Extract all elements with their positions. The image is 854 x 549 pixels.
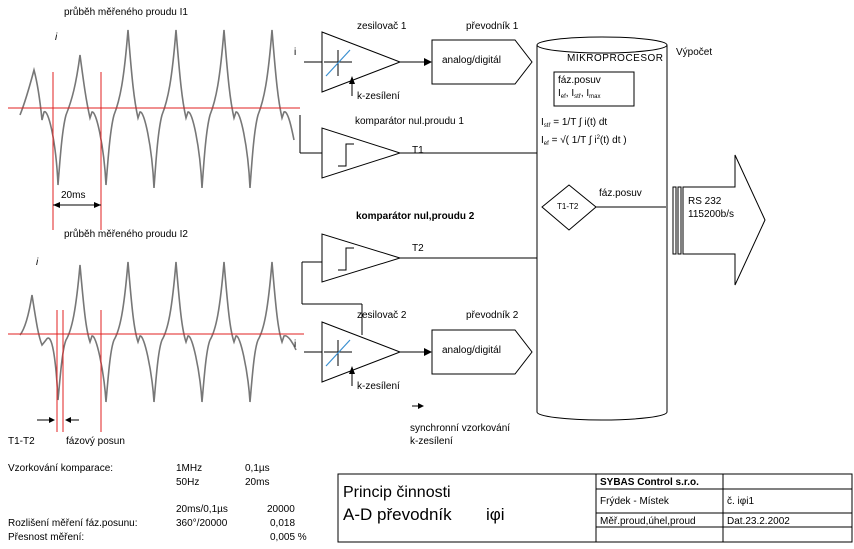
sync-line-2: k-zesílení bbox=[410, 436, 453, 447]
adc-2-label: analog/digitál bbox=[442, 345, 501, 356]
adc-2-title: převodník 2 bbox=[466, 310, 519, 321]
diamond-label: T1-T2 bbox=[557, 202, 579, 211]
comparator-2 bbox=[301, 230, 572, 304]
adc-1-shape bbox=[431, 39, 533, 85]
waveform-1 bbox=[8, 29, 300, 230]
period-label: 20ms bbox=[61, 190, 86, 201]
document-number: č. iφi1 bbox=[727, 496, 755, 507]
freq-1: 1MHz bbox=[176, 463, 203, 474]
rs232-baud: 115200b/s bbox=[688, 209, 734, 220]
rs232-label: RS 232 bbox=[688, 196, 722, 207]
period-2: 20ms bbox=[245, 477, 270, 488]
amplifier-1 bbox=[304, 31, 432, 96]
sampling-label: Vzorkování komparace: bbox=[8, 463, 114, 474]
amp-1-gain: k-zesílení bbox=[357, 91, 400, 102]
waveform-2-title: průběh měřeného proudu I2 bbox=[64, 229, 188, 240]
formula-rms: Ief = √( 1/T ∫ i2(t) dt ) bbox=[541, 135, 627, 147]
date: Dat.23.2.2002 bbox=[727, 516, 790, 527]
waveform-2 bbox=[8, 261, 304, 432]
resolution-label: Rozlišení měření fáz.posunu: bbox=[8, 518, 138, 529]
adc-1-title: převodník 1 bbox=[466, 21, 519, 32]
accuracy-value: 0,005 % bbox=[270, 532, 307, 543]
mcu-box-line-2: Ief, Istř, Imax bbox=[558, 88, 601, 101]
subject: Měř.proud,úhel,proud bbox=[600, 516, 696, 527]
ratio-expr: 20ms/0,1µs bbox=[176, 504, 228, 515]
comparator-2-title: komparátor nul,proudu 2 bbox=[356, 211, 475, 222]
current-trace-1 bbox=[19, 29, 295, 189]
formula-mean: Istř = 1/T ∫ i(t) dt bbox=[541, 117, 608, 130]
waveform-1-title: průběh měřeného proudu I1 bbox=[64, 7, 188, 18]
waveform-1-axis: i bbox=[55, 32, 58, 43]
ratio-value: 20000 bbox=[267, 504, 295, 515]
accuracy-label: Přesnost měření: bbox=[8, 532, 85, 543]
comparator-2-output: T2 bbox=[412, 243, 424, 254]
mcu-box-line-1: fáz.posuv bbox=[558, 75, 601, 86]
sync-line-1: synchronní vzorkování bbox=[410, 423, 511, 434]
doc-title-1: Princip činnosti bbox=[343, 484, 451, 501]
company-name: SYBAS Control s.r.o. bbox=[600, 477, 699, 488]
freq-2: 50Hz bbox=[176, 477, 200, 488]
amp-1-input: i bbox=[294, 47, 297, 58]
phase-output-label: fáz.posuv bbox=[599, 188, 642, 199]
period-1: 0,1µs bbox=[245, 463, 270, 474]
resolution-value: 0,018 bbox=[270, 518, 296, 529]
amp-2-input: i bbox=[294, 339, 297, 350]
mcu-results-box bbox=[553, 71, 635, 107]
comparator-1-output: T1 bbox=[412, 145, 424, 156]
amp-2-gain: k-zesílení bbox=[357, 381, 400, 392]
resolution-expr: 360°/20000 bbox=[176, 518, 228, 529]
adc-1-label: analog/digitál bbox=[442, 55, 501, 66]
phase-shift-label: fázový posun bbox=[66, 436, 125, 447]
t1-t2-label: T1-T2 bbox=[8, 436, 35, 447]
comparator-1-title: komparátor nul.proudu 1 bbox=[355, 116, 464, 127]
phase-diamond bbox=[541, 184, 597, 231]
amp-2-title: zesilovač 2 bbox=[357, 310, 407, 321]
waveform-2-axis: i bbox=[36, 257, 39, 268]
doc-title-2: A-D převodník bbox=[343, 505, 452, 524]
doc-title-3: iφi bbox=[486, 505, 505, 524]
title-block-frame bbox=[337, 473, 853, 543]
amp-1-title: zesilovač 1 bbox=[357, 21, 407, 32]
amplifier-2 bbox=[302, 303, 432, 386]
adc-2-shape bbox=[431, 329, 533, 375]
rs232-arrow bbox=[672, 154, 766, 286]
microprocessor-cylinder bbox=[536, 36, 668, 421]
current-trace-2 bbox=[19, 261, 297, 403]
company-city: Frýdek - Místek bbox=[600, 496, 669, 507]
mcu-compute-label: Výpočet bbox=[676, 47, 713, 58]
mcu-title: MIKROPROCESOR bbox=[567, 53, 664, 64]
